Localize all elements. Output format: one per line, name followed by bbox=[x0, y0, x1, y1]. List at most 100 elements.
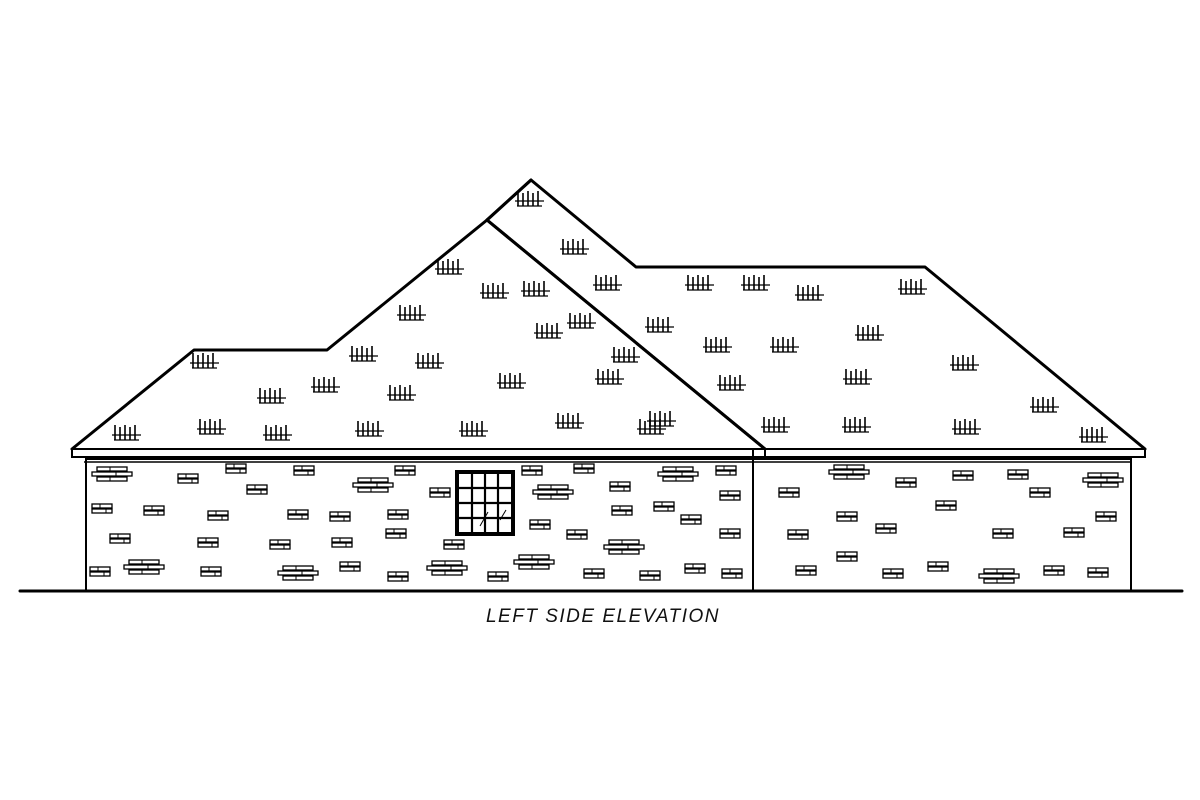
brick-mark bbox=[109, 533, 131, 544]
brick-mark bbox=[992, 528, 1014, 539]
shingle-mark bbox=[717, 375, 746, 391]
brick-mark bbox=[387, 509, 409, 520]
shingle-mark bbox=[761, 417, 790, 433]
shingle-mark bbox=[263, 425, 292, 441]
shingle-mark bbox=[685, 275, 714, 291]
shingle-mark bbox=[645, 317, 674, 333]
brick-mark bbox=[828, 464, 870, 480]
shingle-mark bbox=[555, 413, 584, 429]
brick-mark bbox=[426, 560, 468, 576]
shingle-mark bbox=[952, 419, 981, 435]
shingle-mark bbox=[1030, 397, 1059, 413]
roof-valley bbox=[485, 178, 533, 222]
brick-mark bbox=[331, 537, 353, 548]
brick-mark bbox=[443, 539, 465, 550]
shingle-mark bbox=[355, 421, 384, 437]
shingle-mark bbox=[842, 417, 871, 433]
shingle-mark bbox=[257, 388, 286, 404]
roof-left-outline bbox=[70, 218, 767, 451]
brick-mark bbox=[207, 510, 229, 521]
brick-mark bbox=[352, 477, 394, 493]
brick-mark bbox=[566, 529, 588, 540]
roof-hip-valley bbox=[485, 218, 767, 451]
brick-mark bbox=[91, 466, 133, 482]
brick-mark bbox=[339, 561, 361, 572]
shingle-mark bbox=[611, 347, 640, 363]
brick-mark bbox=[177, 473, 199, 484]
shingle-mark bbox=[950, 355, 979, 371]
brick-mark bbox=[778, 487, 800, 498]
brick-mark bbox=[532, 484, 574, 500]
brick-mark bbox=[684, 563, 706, 574]
brick-mark bbox=[719, 528, 741, 539]
shingle-mark bbox=[898, 279, 927, 295]
brick-mark bbox=[1095, 511, 1117, 522]
brick-mark bbox=[657, 466, 699, 482]
brick-mark bbox=[639, 570, 661, 581]
brick-mark bbox=[394, 465, 416, 476]
brick-mark bbox=[387, 571, 409, 582]
window bbox=[455, 470, 515, 536]
shingle-mark bbox=[741, 275, 770, 291]
shingle-mark bbox=[595, 369, 624, 385]
shingle-mark bbox=[387, 385, 416, 401]
shingle-mark bbox=[1079, 427, 1108, 443]
brick-mark bbox=[529, 519, 551, 530]
brick-mark bbox=[882, 568, 904, 579]
shingle-mark bbox=[397, 305, 426, 321]
brick-mark bbox=[836, 511, 858, 522]
brick-mark bbox=[1007, 469, 1029, 480]
brick-mark bbox=[611, 505, 633, 516]
brick-mark bbox=[1029, 487, 1051, 498]
brick-mark bbox=[429, 487, 451, 498]
brick-mark bbox=[927, 561, 949, 572]
shingle-mark bbox=[855, 325, 884, 341]
shingle-mark bbox=[311, 377, 340, 393]
shingle-mark bbox=[703, 337, 732, 353]
brick-mark bbox=[795, 565, 817, 576]
left-fascia bbox=[71, 448, 766, 458]
brick-mark bbox=[1043, 565, 1065, 576]
shingle-mark bbox=[112, 425, 141, 441]
brick-mark bbox=[197, 537, 219, 548]
brick-mark bbox=[123, 559, 165, 575]
brick-mark bbox=[719, 490, 741, 501]
right-wall bbox=[752, 458, 1132, 592]
brick-mark bbox=[200, 566, 222, 577]
brick-mark bbox=[653, 501, 675, 512]
shingle-mark bbox=[795, 285, 824, 301]
shingle-mark bbox=[560, 239, 589, 255]
shingle-mark bbox=[435, 259, 464, 275]
brick-mark bbox=[978, 568, 1020, 584]
roof-main-outline bbox=[485, 178, 1147, 451]
shingle-mark bbox=[843, 369, 872, 385]
brick-mark bbox=[521, 465, 543, 476]
brick-mark bbox=[875, 523, 897, 534]
brick-mark bbox=[680, 514, 702, 525]
shingle-mark bbox=[480, 283, 509, 299]
brick-mark bbox=[513, 554, 555, 570]
shingle-mark bbox=[593, 275, 622, 291]
wall-brick-marks bbox=[89, 463, 1124, 584]
brick-mark bbox=[385, 528, 407, 539]
shingle-mark bbox=[349, 346, 378, 362]
shingle-mark bbox=[515, 191, 544, 207]
shingle-mark bbox=[770, 337, 799, 353]
brick-mark bbox=[721, 568, 743, 579]
shingle-mark bbox=[647, 411, 676, 427]
brick-mark bbox=[487, 571, 509, 582]
brick-mark bbox=[583, 568, 605, 579]
brick-mark bbox=[89, 566, 111, 577]
brick-mark bbox=[715, 465, 737, 476]
roof-shingle-marks bbox=[112, 191, 1108, 443]
brick-mark bbox=[277, 565, 319, 581]
brick-mark bbox=[935, 500, 957, 511]
shingle-mark bbox=[459, 421, 488, 437]
shingle-mark bbox=[497, 373, 526, 389]
shingle-mark bbox=[637, 419, 666, 435]
shingle-mark bbox=[521, 281, 550, 297]
brick-mark bbox=[329, 511, 351, 522]
brick-mark bbox=[836, 551, 858, 562]
shingle-mark bbox=[190, 353, 219, 369]
